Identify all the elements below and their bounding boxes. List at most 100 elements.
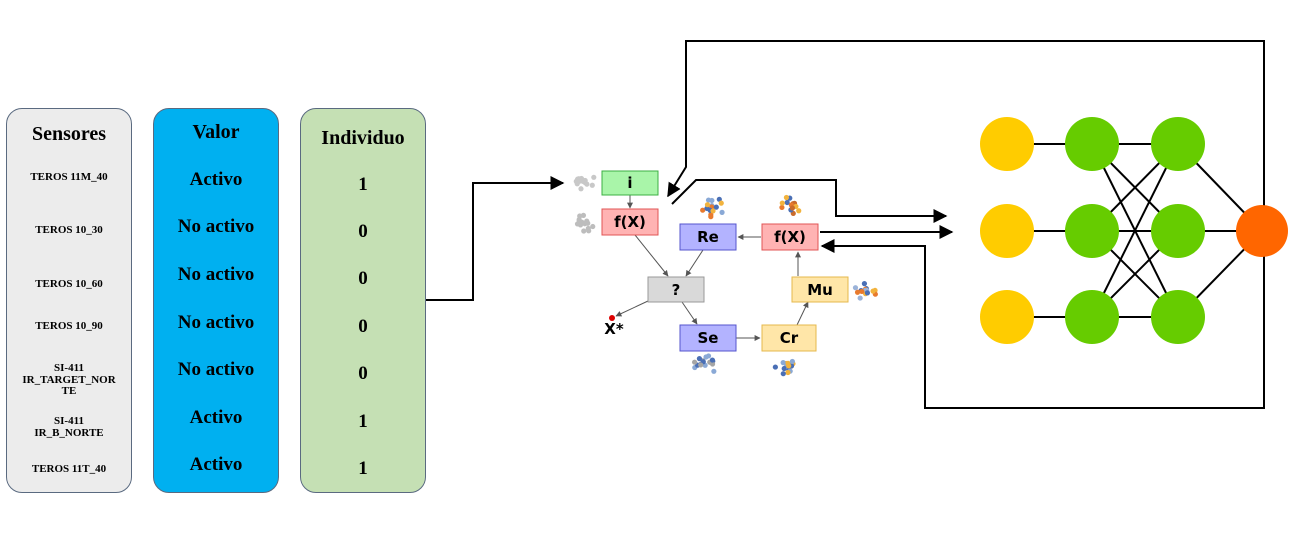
replace-label: Re	[697, 228, 719, 246]
selection-label: Se	[698, 329, 719, 347]
population-dot	[703, 354, 709, 360]
population-dot	[578, 186, 584, 192]
population-dot	[854, 289, 861, 295]
population-dot	[591, 174, 597, 180]
population-dot	[772, 364, 778, 370]
ga-arrow-replace-check	[685, 249, 704, 277]
population-dot	[870, 288, 876, 294]
valor-row: Activo	[189, 454, 243, 475]
population-dot	[780, 360, 786, 366]
individuo-row: 0	[358, 221, 368, 242]
input-node	[980, 290, 1034, 344]
individuo-row: 1	[358, 411, 368, 432]
population-dot	[577, 213, 583, 219]
population-dot	[691, 359, 698, 365]
individuo-row: 1	[358, 458, 368, 479]
population-dot	[859, 288, 865, 295]
init-label: i	[627, 174, 632, 192]
population-dot	[574, 181, 580, 187]
population-dot	[779, 200, 785, 206]
population-dot	[864, 290, 871, 296]
population-dot	[709, 357, 716, 363]
population-dot	[796, 208, 802, 214]
population-dot	[584, 218, 590, 224]
population-dot	[781, 365, 787, 372]
check-box: ?	[647, 276, 705, 303]
sensor-row-multiline: SI-411 IR_TARGET_NOR TE	[7, 362, 131, 398]
population-dot	[589, 182, 595, 188]
sensor-row-line: SI-411	[54, 362, 84, 374]
eval2-label: f(X)	[774, 228, 806, 246]
connector-network-to-eval	[820, 239, 1265, 409]
individuo-row: 1	[358, 174, 368, 195]
population-dot	[713, 204, 719, 210]
valor-row: No activo	[177, 359, 255, 380]
population-dot	[789, 358, 795, 365]
sensor-row: TEROS 10_60	[35, 278, 103, 290]
check-label: ?	[672, 281, 681, 299]
sensor-row-line: IR_B_NORTE	[34, 426, 104, 439]
valor-column: Valor Activo No activo No activo No acti…	[153, 108, 279, 493]
population-dot	[711, 368, 717, 374]
network-edges	[1007, 143, 1263, 318]
connector-output-to-ga	[667, 40, 1265, 230]
population-dot	[783, 194, 790, 201]
selection-box: Se	[679, 324, 737, 352]
replace-box: Re	[679, 223, 737, 251]
population-dot	[719, 209, 725, 215]
sensor-row-line: IR_TARGET_NOR	[22, 373, 116, 386]
ga-arrow-check-selection	[681, 301, 698, 325]
population-dot	[709, 361, 716, 367]
valor-row: Activo	[189, 407, 243, 428]
individuo-header: Individuo	[321, 127, 405, 149]
connector-table-to-ga	[426, 176, 565, 301]
best-solution-dot	[609, 315, 615, 321]
population-dot	[861, 281, 868, 287]
population-dot	[779, 204, 785, 211]
population-dot	[780, 371, 786, 377]
sensores-header: Sensores	[31, 123, 107, 145]
hidden-node	[1065, 117, 1119, 171]
individuo-row: 0	[358, 268, 368, 289]
sensor-row: TEROS 10_30	[35, 224, 103, 236]
population-dot	[700, 207, 706, 213]
input-node	[980, 204, 1034, 258]
ga-arrow-crossover-mutation	[796, 301, 809, 326]
population-dot	[704, 202, 711, 208]
population-dot	[785, 369, 791, 376]
sensor-row: TEROS 10_90	[35, 320, 103, 332]
individuo-row: 0	[358, 316, 368, 337]
population-dot	[852, 285, 859, 291]
hidden-node	[1151, 204, 1205, 258]
sensor-row: TEROS 11M_40	[30, 171, 108, 183]
population-dot	[786, 363, 792, 369]
valor-row: No activo	[177, 216, 255, 237]
population-dot	[574, 221, 581, 227]
valor-row: No activo	[177, 312, 255, 333]
ga-arrow-eval-check	[634, 234, 669, 277]
eval-box: f(X)	[601, 208, 659, 236]
network-edge	[1091, 143, 1179, 318]
population-dot	[574, 176, 581, 182]
population-dot	[789, 205, 796, 211]
population-dot	[590, 223, 596, 230]
population-dot	[696, 356, 703, 362]
eval-label: f(X)	[614, 213, 646, 231]
mutation-label: Mu	[807, 281, 833, 299]
hidden-node	[1065, 204, 1119, 258]
hidden-node	[1151, 290, 1205, 344]
population-dot	[718, 200, 724, 206]
individuo-column: Individuo 1 0 0 0 0 1 1	[300, 108, 426, 493]
population-dot	[579, 219, 585, 225]
init-box: i	[601, 170, 659, 196]
best-solution-label: X*	[604, 320, 624, 338]
ga-arrow-check-best	[615, 300, 649, 317]
valor-row: Activo	[189, 169, 243, 190]
population-dot	[710, 208, 716, 214]
individuo-row: 0	[358, 363, 368, 384]
eval2-box: f(X)	[761, 223, 819, 251]
sensores-column: Sensores TEROS 11M_40 TEROS 10_30 TEROS …	[6, 108, 132, 493]
population-dot	[698, 362, 704, 368]
population-clusters	[573, 174, 878, 377]
